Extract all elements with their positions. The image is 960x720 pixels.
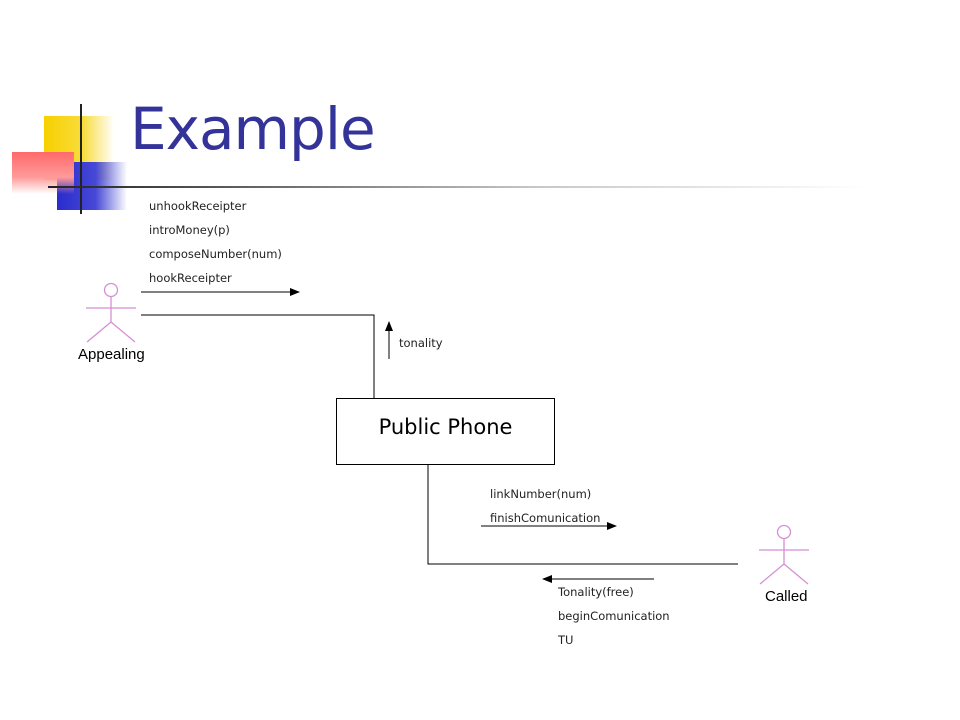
link-caller-phone	[141, 314, 375, 398]
message-label: composeNumber(num)	[149, 247, 282, 261]
title-underline	[48, 186, 868, 188]
slide-title: Example	[130, 95, 376, 163]
message-label: beginComunication	[558, 609, 670, 623]
message-label: hookReceipter	[149, 271, 232, 285]
public-phone-label: Public Phone	[378, 415, 513, 439]
message-label: Tonality(free)	[558, 585, 634, 599]
message-label: introMoney(p)	[149, 223, 230, 237]
caller-actor-label: Appealing	[78, 346, 145, 363]
message-label: finishComunication	[490, 511, 601, 525]
callee-actor-icon	[759, 524, 809, 585]
message-label: TU	[558, 633, 574, 647]
message-label: tonality	[399, 336, 443, 350]
message-label: unhookReceipter	[149, 199, 247, 213]
public-phone-node: Public Phone	[336, 398, 555, 465]
message-label: linkNumber(num)	[490, 487, 592, 501]
caller-actor-icon	[86, 282, 136, 343]
callee-actor-label: Called	[765, 588, 808, 605]
title-ornament-vertical-line	[80, 104, 82, 214]
link-phone-callee	[427, 465, 738, 565]
